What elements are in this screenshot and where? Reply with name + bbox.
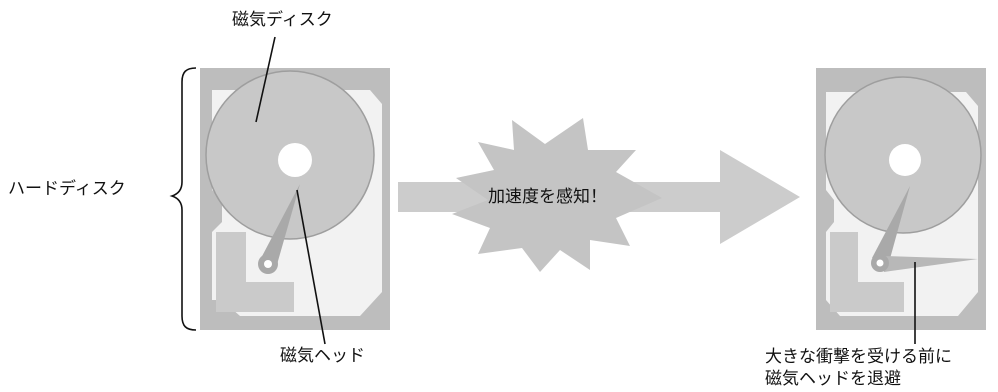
head-arm bbox=[259, 184, 300, 268]
hard-disk-brace bbox=[169, 67, 197, 331]
magnetic-disk-label: 磁気ディスク bbox=[232, 10, 333, 30]
head-arm bbox=[872, 186, 910, 266]
hard-disk-left bbox=[200, 68, 390, 330]
impact-starburst bbox=[452, 118, 662, 272]
arm-pivot-hole bbox=[876, 259, 884, 267]
acceleration-label: 加速度を感知！ bbox=[488, 187, 607, 207]
retract-label-line2: 磁気ヘッドを退避 bbox=[765, 369, 901, 389]
magnetic-head-label: 磁気ヘッド bbox=[280, 346, 365, 366]
hard-disk-right bbox=[816, 68, 986, 330]
magnetic-disk-leader-line bbox=[255, 36, 276, 123]
spindle-hole bbox=[889, 144, 921, 176]
hdd-actuator-bracket bbox=[830, 232, 904, 312]
retract-label-line1: 大きな衝撃を受ける前に bbox=[765, 347, 952, 367]
hard-disk-label: ハードディスク bbox=[8, 179, 126, 199]
hdd-actuator-bracket bbox=[216, 232, 294, 312]
arm-pivot-hole bbox=[264, 260, 272, 268]
magnetic-head-leader-line bbox=[296, 189, 326, 345]
retracted-head-arm bbox=[884, 256, 978, 272]
spindle-hole bbox=[278, 143, 312, 177]
